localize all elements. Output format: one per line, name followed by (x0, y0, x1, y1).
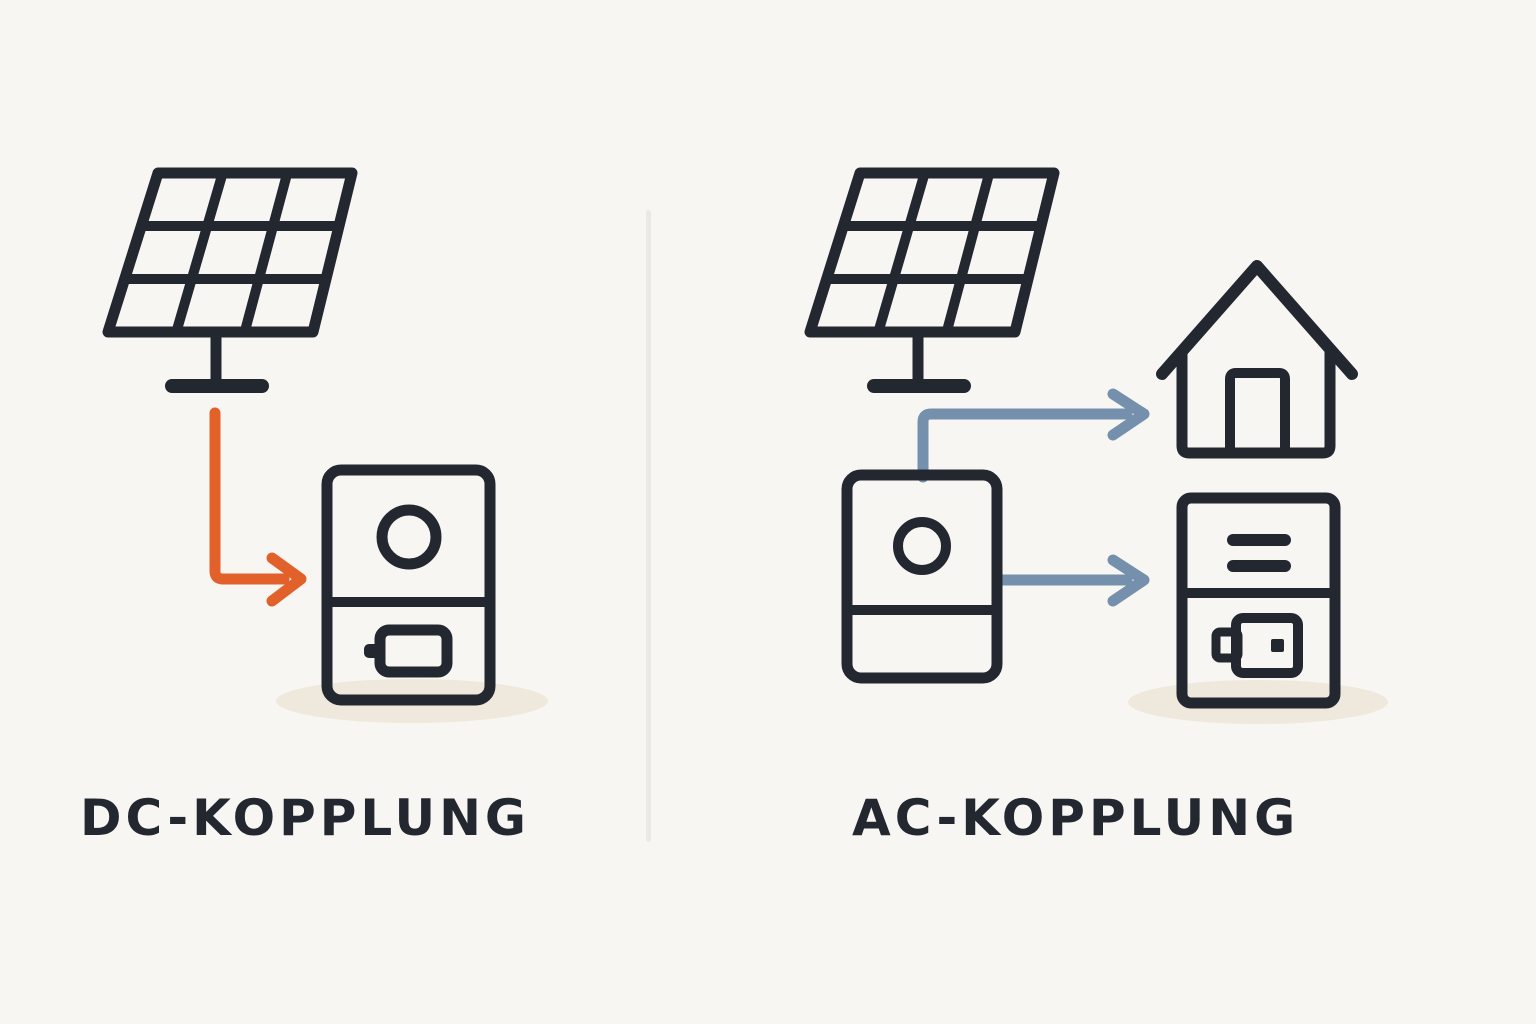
solar-panel-icon (108, 173, 352, 386)
battery-storage-unit-icon (1176, 492, 1341, 709)
storage-vent-bar (1227, 534, 1291, 546)
house-walls (1176, 346, 1336, 459)
storage-outline (1176, 492, 1341, 709)
ac-kopplung-label: AC-KOPPLUNG (852, 789, 1300, 847)
house-roof (1156, 260, 1358, 380)
inverter-dial-icon (893, 517, 951, 575)
inverter-icon (841, 469, 1003, 684)
inverter-outline (841, 469, 1003, 684)
inverter-battery-unit-icon (321, 464, 496, 706)
dc-arrow-icon (209, 407, 307, 607)
section-divider (646, 210, 651, 842)
solar-panel-icon (810, 173, 1054, 386)
inverter-dial-icon (376, 504, 442, 570)
battery-body (1231, 613, 1303, 678)
ac-arrowhead (1107, 554, 1150, 607)
ac-arrow-to-house-icon (917, 388, 1150, 483)
dc-arrowhead (266, 552, 307, 607)
dc-arrow-line (209, 407, 290, 585)
ac-arrow-line (917, 408, 1133, 483)
battery-icon (364, 624, 453, 678)
house-icon (1156, 260, 1358, 459)
battery-icon (1211, 613, 1303, 678)
ac-arrowhead (1107, 388, 1150, 441)
storage-vent-bar (1227, 560, 1291, 572)
unit-outline (321, 464, 496, 706)
ac-arrow-to-battery-icon (991, 554, 1150, 607)
battery-charge-dot (1271, 639, 1284, 652)
dc-kopplung-label: DC-KOPPLUNG (80, 789, 530, 847)
house-door (1225, 368, 1290, 458)
battery-body (374, 624, 453, 678)
